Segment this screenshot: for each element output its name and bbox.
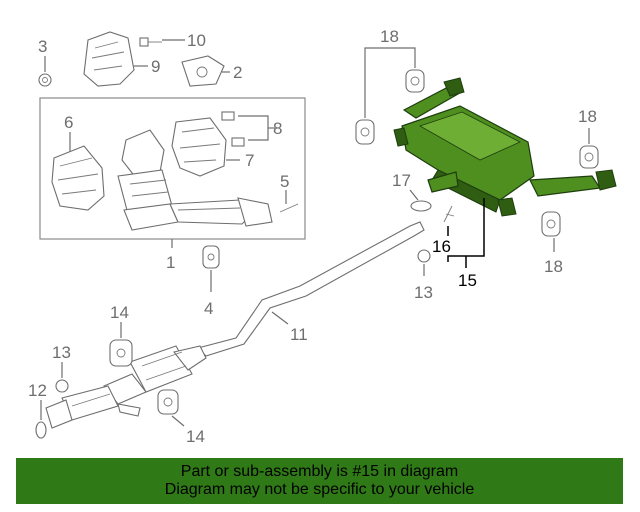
part-9-heat-shield[interactable] — [83, 31, 135, 87]
part-10-bolt[interactable] — [139, 37, 162, 47]
callout-13-right: 13 — [414, 283, 433, 302]
part-16-stud[interactable] — [443, 205, 455, 223]
callout-5: 5 — [280, 172, 289, 191]
callout-17: 17 — [392, 171, 411, 190]
part-18-hanger-left[interactable] — [355, 119, 375, 145]
callout-18-top: 18 — [380, 27, 399, 46]
callout-11: 11 — [290, 325, 308, 344]
callout-6: 6 — [64, 113, 73, 132]
part-18-hanger-bottom[interactable] — [541, 211, 561, 237]
part-15-muffler-assembly[interactable] — [393, 77, 617, 217]
callout-10: 10 — [187, 31, 206, 50]
part-13-nut-left[interactable] — [55, 379, 69, 393]
part-4-hanger[interactable] — [202, 245, 220, 269]
part-8-stud[interactable] — [221, 111, 245, 147]
callout-8: 8 — [273, 119, 282, 138]
callout-1: 1 — [166, 253, 175, 272]
part-14-hanger-left[interactable] — [109, 339, 133, 367]
callout-12: 12 — [28, 381, 47, 400]
info-banner: Part or sub-assembly is #15 in diagram D… — [16, 458, 623, 504]
callout-18-bottom: 18 — [544, 257, 563, 276]
callout-15: 15 — [458, 271, 477, 290]
callout-3: 3 — [38, 37, 47, 56]
part-12-gasket[interactable] — [35, 421, 47, 439]
exhaust-parts-diagram: 3 9 10 2 6 7 8 — [28, 27, 617, 446]
part-14-hanger-bottom[interactable] — [157, 389, 179, 415]
callout-7: 7 — [245, 151, 254, 170]
callout-9: 9 — [151, 57, 160, 76]
part-6-heat-shield[interactable] — [51, 145, 105, 211]
part-11-exhaust-pipe[interactable] — [196, 221, 425, 357]
part-18-hanger-top[interactable] — [405, 69, 425, 93]
callout-14-top: 14 — [110, 303, 129, 322]
part-18-hanger-right[interactable] — [579, 145, 599, 169]
part-11-front-pipe-converter[interactable] — [45, 345, 207, 429]
part-3-nut[interactable] — [38, 73, 52, 87]
callout-2: 2 — [233, 63, 242, 82]
banner-line-1: Part or sub-assembly is #15 in diagram — [180, 463, 459, 480]
banner-line-2: Diagram may not be specific to your vehi… — [164, 481, 475, 498]
part-5-stud[interactable] — [279, 203, 299, 213]
callout-18-right: 18 — [578, 107, 597, 126]
part-17-gasket[interactable] — [410, 200, 432, 212]
callout-16: 16 — [432, 237, 451, 256]
callout-14-bottom: 14 — [186, 427, 205, 446]
part-2-gasket[interactable] — [181, 55, 225, 87]
callout-13-left: 13 — [52, 343, 71, 362]
part-1-exhaust-manifold-converter[interactable] — [117, 129, 273, 231]
callout-4: 4 — [204, 299, 213, 318]
part-13-nut-right[interactable] — [417, 249, 431, 263]
part-7-heat-shield[interactable] — [171, 117, 227, 177]
